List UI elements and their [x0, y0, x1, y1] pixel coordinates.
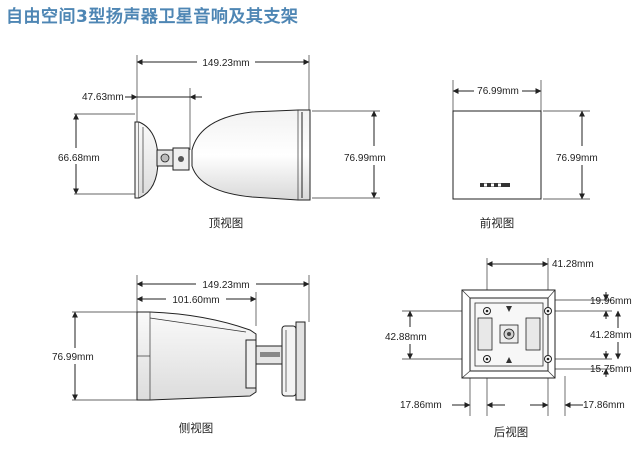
dim-label-rear-top: 41.28mm — [552, 259, 594, 270]
top-view: 149.23mm 47.63mm 66.68mm 76.99mm — [58, 55, 386, 230]
dim-label-rear-bottom-left: 17.86mm — [400, 400, 442, 411]
side-view: 149.23mm 101.60mm 76.99mm 侧视图 — [52, 275, 310, 435]
dim-label-side-height: 76.99mm — [52, 352, 94, 363]
dim-label-side-overall-width: 149.23mm — [202, 280, 249, 291]
mounting-screw-icon — [483, 307, 552, 363]
dim-label-front-height: 76.99mm — [556, 153, 598, 164]
caption-rear-view: 后视图 — [494, 425, 529, 439]
rear-plate-shape — [461, 289, 556, 379]
dim-label-rear-left: 42.88mm — [385, 332, 427, 343]
dim-label-rear-right-middle: 41.28mm — [590, 330, 632, 341]
dim-label-bracket-height: 66.68mm — [58, 153, 100, 164]
dim-label-rear-bottom-right: 17.86mm — [583, 400, 625, 411]
speaker-front-shape — [452, 110, 542, 200]
front-view: 76.99mm 76.99mm 前视图 — [452, 80, 598, 230]
speaker-side-shape — [136, 311, 257, 401]
wall-bracket-shape — [134, 121, 159, 199]
dim-label-bracket-width: 47.63mm — [82, 92, 124, 103]
dim-label-overall-width: 149.23mm — [202, 58, 249, 69]
swivel-joint-shape — [156, 147, 190, 171]
speaker-body-shape — [191, 109, 311, 201]
caption-side-view: 侧视图 — [179, 421, 214, 435]
dim-label-speaker-height: 76.99mm — [344, 153, 386, 164]
dim-label-rear-right-upper: 19.96mm — [590, 296, 632, 307]
rear-view: 41.28mm 19.96mm 41.28mm 15.75mm 42.88mm … — [385, 258, 632, 439]
dim-label-front-width: 76.99mm — [477, 86, 519, 97]
page-title: 自由空间3型扬声器卫星音响及其支架 — [6, 7, 299, 27]
grille-logo-icon — [480, 183, 510, 187]
side-bracket-shape — [245, 321, 306, 401]
caption-front-view: 前视图 — [480, 216, 515, 230]
dim-label-side-body-width: 101.60mm — [172, 295, 219, 306]
caption-top-view: 顶视图 — [209, 216, 244, 230]
dim-label-rear-right-lower: 15.75mm — [590, 364, 632, 375]
